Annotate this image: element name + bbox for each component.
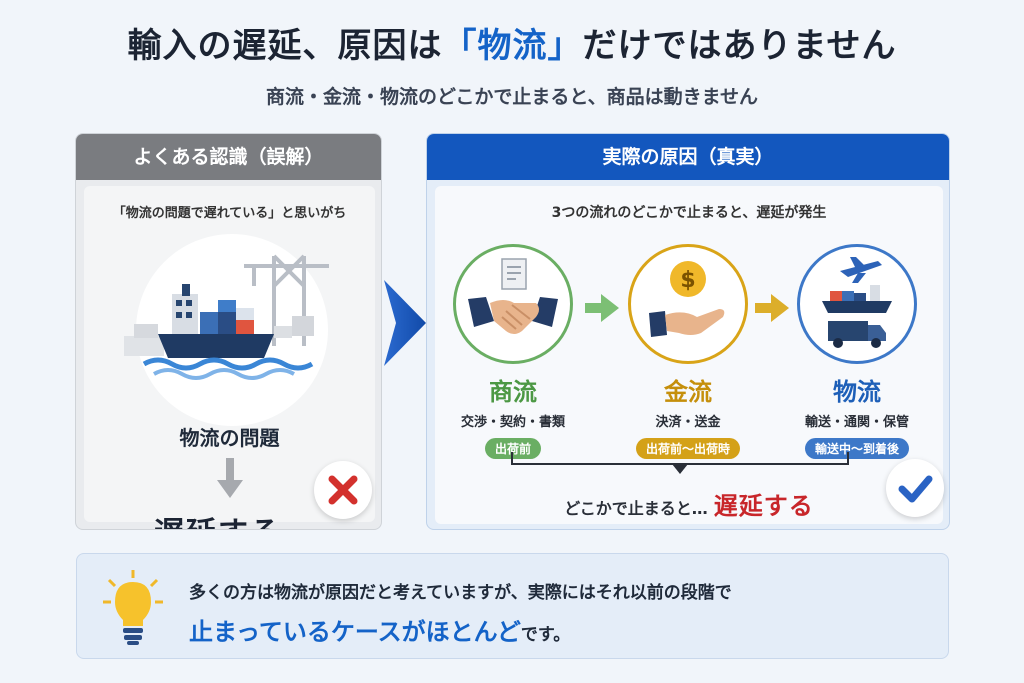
money-ring: $ (628, 244, 748, 364)
truth-panel: 実際の原因（真実） 3つの流れのどこかで止まると、遅延が発生 商流 交渉・契約・… (426, 133, 950, 530)
page-subtitle: 商流・金流・物流のどこかで止まると、商品は動きません (265, 86, 759, 108)
handshake-icon (468, 258, 558, 334)
step-commerce-desc: 交渉・契約・書類 (460, 415, 565, 430)
cross-icon (328, 475, 358, 505)
step-money-desc: 決済・送金 (655, 415, 721, 430)
note-suffix: です。 (520, 625, 571, 645)
step-logistics-tag: 輸送中〜到着後 (804, 438, 909, 459)
arrow-right-gold-icon (755, 294, 789, 322)
note-line2: 止まっているケースがほとんどです。 (189, 612, 570, 647)
title-highlight: 「物流」 (442, 26, 583, 66)
check-icon (898, 475, 933, 503)
conclusion-highlight: 遅延する (713, 492, 814, 520)
truth-body: 3つの流れのどこかで止まると、遅延が発生 商流 交渉・契約・書類 出荷前 (435, 186, 943, 524)
coin-hand-icon: $ (649, 261, 725, 337)
conclusion-prefix: どこかで止まると… (564, 499, 708, 518)
summary-note: 多くの方は物流が原因だと考えていますが、実際にはそれ以前の段階で 止まっているケ… (76, 553, 949, 659)
problem-label: 物流の問題 (179, 426, 280, 450)
check-badge (886, 459, 944, 517)
arrow-right-green-icon (585, 294, 619, 322)
page-title: 輸入の遅延、原因は「物流」だけではありません (0, 18, 1024, 67)
truth-heading: 実際の原因（真実） (427, 134, 949, 180)
step-logistics: 物流 輸送・通関・保管 輸送中〜到着後 (787, 244, 927, 459)
step-logistics-name: 物流 (833, 378, 881, 406)
step-money-tag: 出荷前〜出荷時 (635, 438, 740, 459)
title-part1: 輸入の遅延、原因は (127, 26, 443, 66)
misconception-heading: よくある認識（誤解） (76, 134, 381, 180)
cross-badge (314, 461, 372, 519)
step-money: $ 金流 決済・送金 出荷前〜出荷時 (618, 244, 758, 459)
misconception-panel: よくある認識（誤解） 「物流の問題で遅れている」と思いがち (75, 133, 382, 530)
down-arrow-icon (217, 458, 243, 498)
step-commerce: 商流 交渉・契約・書類 出荷前 (443, 244, 583, 459)
step-money-name: 金流 (664, 378, 712, 406)
commerce-ring (453, 244, 573, 364)
step-logistics-desc: 輸送・通関・保管 (804, 415, 909, 430)
cargo-ship-icon (124, 254, 329, 380)
delay-label: 遅延する (154, 508, 282, 529)
truth-caption: 3つの流れのどこかで止まると、遅延が発生 (551, 205, 827, 221)
convergence-bracket (511, 452, 849, 474)
title-part2: だけではありません (582, 26, 897, 66)
note-highlight: 止まっているケースがほとんど (189, 618, 521, 646)
svg-text:$: $ (680, 268, 695, 293)
note-line1: 多くの方は物流が原因だと考えていますが、実際にはそれ以前の段階で (189, 583, 732, 603)
lightbulb-icon (103, 570, 163, 645)
step-commerce-tag: 出荷前 (484, 438, 541, 459)
logistics-ring (797, 244, 917, 364)
misconception-caption: 「物流の問題で遅れている」と思いがち (112, 206, 347, 221)
plane-ship-truck-icon (822, 257, 892, 348)
big-right-arrow-icon (384, 280, 426, 366)
step-commerce-name: 商流 (489, 378, 537, 406)
conclusion: どこかで止まると… 遅延する (435, 486, 943, 521)
